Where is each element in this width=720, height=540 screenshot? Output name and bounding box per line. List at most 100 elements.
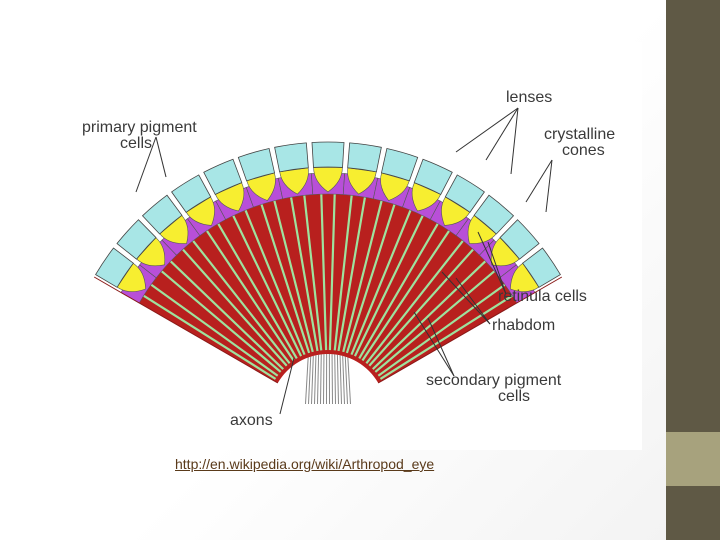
label-crystalline-line2: cones: [562, 142, 605, 159]
rhabdom-stripe: [365, 240, 464, 364]
lens-facet: [116, 219, 157, 260]
axon-line: [314, 355, 317, 405]
crystalline-cone: [116, 262, 146, 292]
pointer-line: [441, 271, 491, 325]
rhabdom-stripe: [320, 194, 328, 351]
rhabdom-stripe: [337, 196, 367, 352]
crystalline-cone: [380, 172, 410, 201]
label-retinula-cells: retinula cells: [498, 288, 587, 305]
axon-line: [342, 355, 345, 405]
lens-facet: [95, 247, 134, 288]
rhabdom-stripe: [358, 223, 439, 359]
lens-facet: [413, 158, 453, 196]
crystalline-cone: [510, 262, 540, 292]
retinula-cells-region: [139, 194, 517, 383]
crystalline-cone: [441, 196, 471, 226]
rhabdom-stripe: [377, 283, 506, 377]
sidebar-decoration-bottom: [666, 486, 720, 540]
label-pointers: [135, 107, 553, 415]
pointer-line: [455, 277, 491, 325]
axon-line: [308, 356, 312, 405]
axon-line: [334, 354, 336, 405]
rhabdom-stripe: [160, 270, 282, 373]
pointer-line: [455, 107, 519, 153]
rhabdom-stripe: [205, 230, 295, 362]
axon-line: [339, 355, 342, 405]
lens-facet: [444, 174, 485, 213]
axon-bundle: [305, 354, 351, 405]
pointer-line: [545, 159, 553, 213]
sidebar-decoration-accent: [666, 432, 720, 486]
crystalline-cone: [313, 167, 343, 193]
crystalline-cone: [159, 214, 189, 244]
crystalline-cone: [215, 182, 245, 212]
rhabdom-stripe: [303, 195, 323, 351]
crystalline-cone: [279, 167, 309, 195]
lens-facet: [274, 142, 309, 173]
rhabdom-stripe: [368, 248, 475, 367]
lens-facet: [499, 219, 540, 260]
rhabdom-stripe: [374, 270, 496, 373]
lens-facet: [203, 158, 243, 196]
fan-edge: [93, 276, 279, 384]
rhabdom-stripe: [260, 204, 311, 354]
label-secondary-pigment-line1: secondary pigment: [426, 372, 562, 389]
label-rhabdom: rhabdom: [492, 317, 555, 334]
lens-facet: [380, 148, 419, 182]
crystalline-cone: [467, 214, 497, 244]
pointer-line: [135, 136, 157, 193]
label-primary-pigment-line2: cells: [120, 135, 152, 152]
pointer-line: [485, 107, 519, 161]
axon-line: [344, 356, 348, 405]
lens-facet: [141, 194, 183, 235]
crystalline-cone: [411, 182, 441, 212]
crystalline-cone: [185, 196, 215, 226]
axon-line: [305, 357, 309, 405]
crystalline-cone: [136, 237, 166, 267]
rhabdom-stripe: [350, 209, 412, 356]
axon-line: [317, 354, 320, 405]
eye-diagram-svg: primary pigment cells lenses crystalline…: [82, 89, 615, 429]
rhabdom-stripe: [342, 200, 383, 353]
rhabdom-stripe: [345, 204, 396, 354]
rhabdom-stripe: [333, 195, 353, 351]
rhabdom-stripe: [353, 215, 424, 357]
rhabdom-stripe: [181, 248, 288, 367]
lens-facet: [347, 142, 382, 173]
pointer-line: [487, 241, 507, 295]
rhabdom-stripe: [328, 194, 336, 351]
pointer-line: [413, 311, 455, 377]
lens-facet: [522, 247, 561, 288]
rhabdom-stripe: [143, 294, 277, 380]
crystalline-cone: [246, 172, 276, 201]
pointer-line: [427, 317, 455, 377]
rhabdom-stripe: [379, 294, 513, 380]
rhabdom-stripe: [192, 240, 291, 364]
rhabdom-stripe: [169, 260, 284, 370]
crystalline-cone: [347, 167, 377, 195]
label-lenses: lenses: [506, 89, 552, 106]
axon-line: [347, 357, 351, 405]
rhabdom-stripe: [244, 209, 306, 356]
pointer-line: [477, 231, 507, 295]
rhabdom-stripe: [217, 223, 298, 359]
label-crystalline-line1: crystalline: [544, 126, 615, 143]
source-link[interactable]: http://en.wikipedia.org/wiki/Arthropod_e…: [175, 456, 435, 472]
lens-facet: [237, 148, 276, 182]
lens-facet: [473, 194, 515, 235]
label-secondary-pigment-line2: cells: [498, 388, 530, 405]
lens-facet: [311, 141, 345, 168]
rhabdom-stripe: [289, 196, 319, 352]
rhabdom-stripe: [150, 283, 279, 377]
ommatidia-group: [93, 141, 563, 384]
pointer-line: [279, 357, 295, 415]
fan-edge: [377, 276, 563, 384]
crystalline-cone: [490, 237, 520, 267]
rhabdom-stripe: [273, 200, 314, 353]
sidebar-decoration-top: [666, 0, 720, 432]
rhabdom-stripe: [372, 260, 487, 370]
pointer-line: [525, 159, 553, 203]
axon-line: [311, 355, 314, 405]
rhabdom-stripe: [361, 230, 451, 362]
label-primary-pigment-line1: primary pigment: [82, 119, 197, 136]
